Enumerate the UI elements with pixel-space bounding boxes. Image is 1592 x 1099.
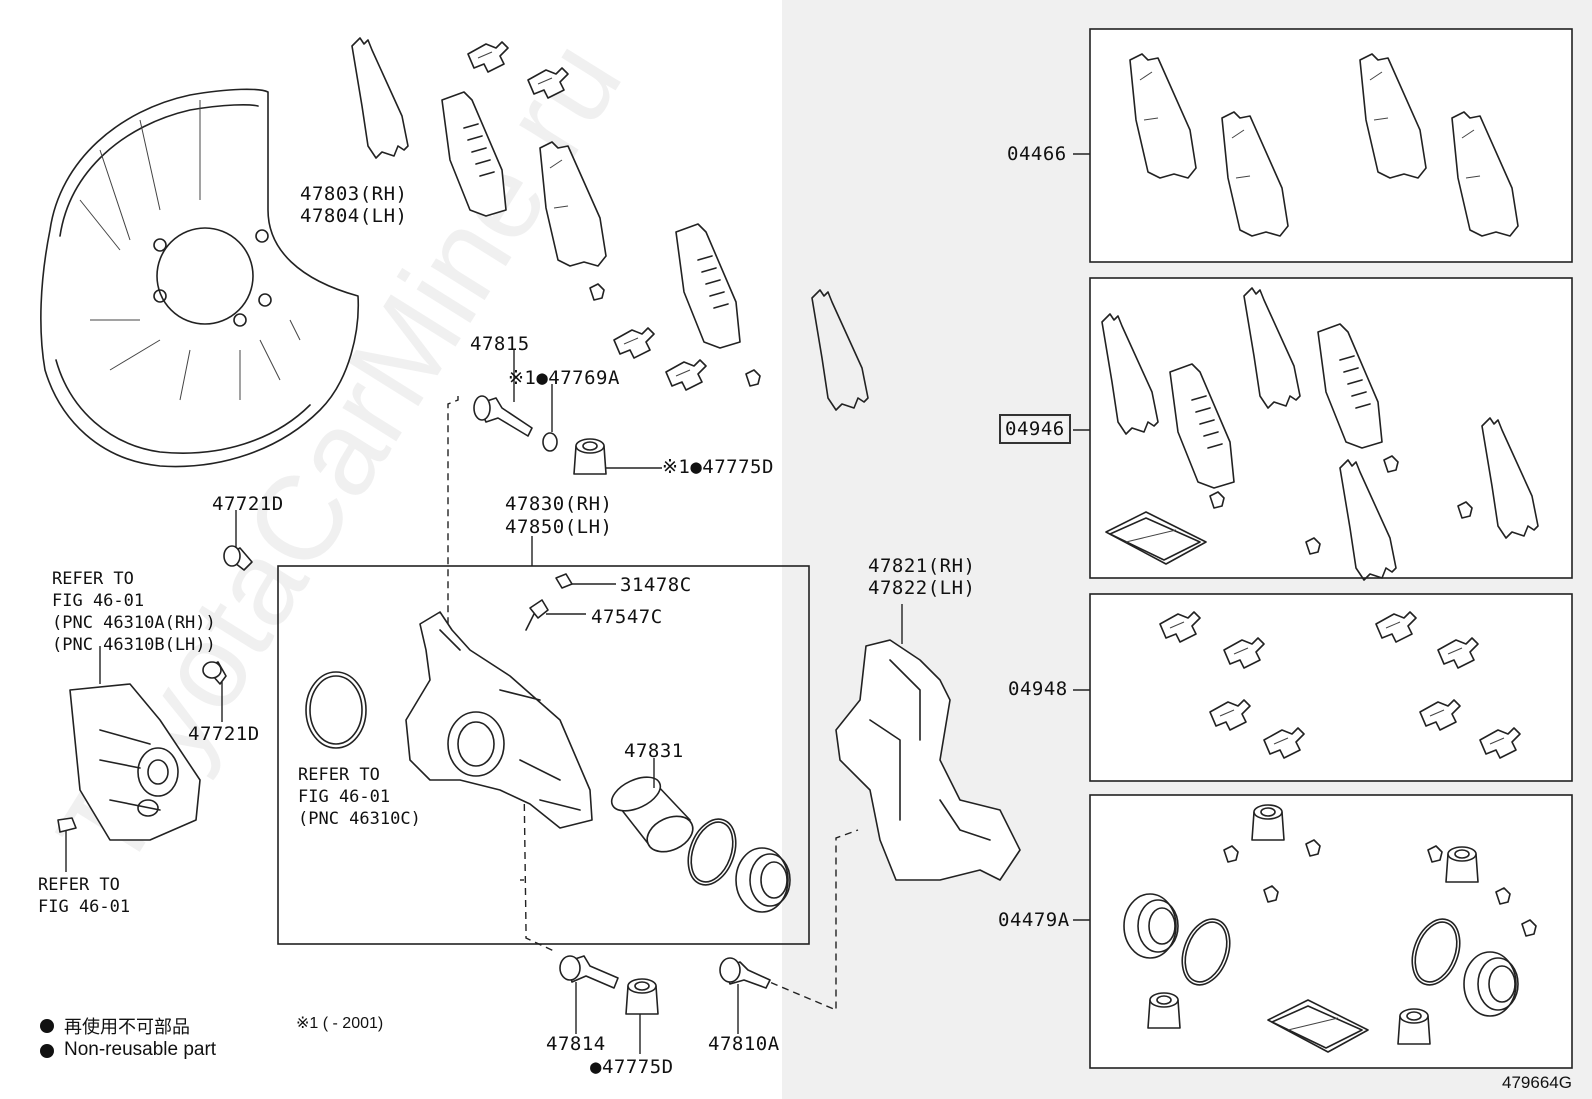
label-47721D-lower[interactable]: 47721D: [188, 723, 260, 745]
label-31478C[interactable]: 31478C: [620, 574, 692, 596]
refer-motor-line1: REFER TO: [52, 569, 134, 589]
label-47803[interactable]: 47803(RH): [300, 183, 408, 205]
refer-motor-line4: (PNC 46310B(LH)): [52, 635, 216, 655]
diagram-id: 479664G: [1502, 1073, 1572, 1092]
label-47721D-upper[interactable]: 47721D: [212, 493, 284, 515]
lower-bolts-drawing: [559, 955, 771, 1054]
label-47769A[interactable]: ※1●47769A: [508, 367, 620, 389]
caliper-bracket-drawing: [835, 604, 1021, 881]
label-04479A[interactable]: 04479A: [998, 909, 1070, 931]
refer-motor-line2[interactable]: FIG 46-01: [52, 591, 145, 611]
label-47821[interactable]: 47821(RH): [868, 555, 976, 577]
bleeder-bolt-drawing: [202, 510, 253, 722]
legend-note1: ※1 ( - 2001): [296, 1015, 384, 1032]
label-47547C[interactable]: 47547C: [591, 606, 663, 628]
label-47822[interactable]: 47822(LH): [868, 577, 976, 599]
label-47831[interactable]: 47831: [624, 740, 684, 762]
dust-shield-drawing: [40, 88, 360, 468]
label-04466[interactable]: 04466: [1007, 143, 1067, 165]
refer-plug-line1: REFER TO: [38, 875, 120, 895]
label-04946-selected[interactable]: 04946: [999, 414, 1071, 444]
label-47775D-top[interactable]: ※1●47775D: [662, 456, 774, 478]
label-04948[interactable]: 04948: [1008, 678, 1068, 700]
refer-ring-line3: (PNC 46310C): [298, 809, 421, 829]
legend-non-reusable: Non-reusable part: [64, 1039, 217, 1060]
legend-japanese: 再使用不可部品: [64, 1017, 190, 1037]
piston-seal-drawing: [610, 758, 791, 913]
refer-plug-line2[interactable]: FIG 46-01: [38, 897, 131, 917]
label-47804[interactable]: 47804(LH): [300, 205, 408, 227]
label-47850[interactable]: 47850(LH): [505, 516, 613, 538]
caliper-body-drawing: [305, 573, 616, 829]
slide-pin-upper-drawing: [473, 350, 662, 475]
label-47814[interactable]: 47814: [546, 1033, 606, 1055]
label-47830[interactable]: 47830(RH): [505, 493, 613, 515]
refer-ring-line1: REFER TO: [298, 765, 380, 785]
label-47815[interactable]: 47815: [470, 333, 530, 355]
label-47775D-bottom[interactable]: ●47775D: [590, 1056, 674, 1078]
refer-ring-line2[interactable]: FIG 46-01: [298, 787, 391, 807]
parking-motor-drawing: [57, 646, 201, 872]
label-47810A[interactable]: 47810A: [708, 1033, 780, 1055]
refer-motor-line3: (PNC 46310A(RH)): [52, 613, 216, 633]
caliper-group-box: [277, 565, 810, 945]
